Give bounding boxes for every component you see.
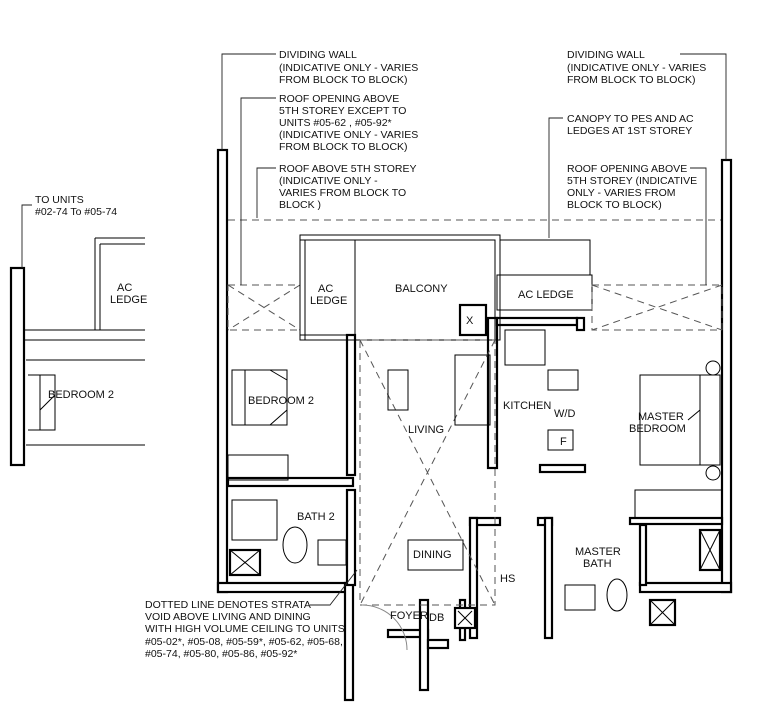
annotation-dividing-wall-left: DIVIDING WALL (INDICATIVE ONLY - VARIES …	[279, 49, 418, 86]
annotation-line: FROM BLOCK TO BLOCK)	[279, 141, 408, 153]
kitchen-label: KITCHEN	[503, 400, 551, 412]
db-label: DB	[429, 612, 444, 624]
bedroom2-label: BEDROOM 2	[248, 395, 314, 407]
upper-ledges	[227, 234, 723, 341]
annotation-line: FROM BLOCK TO BLOCK)	[567, 74, 696, 86]
balcony-label: BALCONY	[395, 283, 448, 295]
dining-label: DINING	[413, 549, 452, 561]
hs-label: HS	[500, 573, 515, 585]
annotation-line: DIVIDING WALL	[567, 49, 645, 61]
annotation-line: 5TH STOREY (INDICATIVE	[567, 175, 697, 187]
annotation-to-units: TO UNITS #02-74 To #05-74	[35, 194, 117, 218]
walls	[216, 148, 733, 702]
master-bath-label-1: MASTER	[575, 546, 621, 558]
annotation-line: LEDGES AT 1ST STOREY	[567, 125, 692, 137]
annotation-line: VOID ABOVE LIVING AND DINING	[145, 611, 311, 623]
master-bath-label-2: BATH	[583, 558, 612, 570]
annotation-line: ROOF ABOVE 5TH STOREY	[279, 163, 417, 175]
annotation-roof-above: ROOF ABOVE 5TH STOREY (INDICATIVE ONLY -…	[279, 163, 417, 211]
ac-ledge-label-1: AC	[318, 283, 333, 295]
annotation-line: VARIES FROM BLOCK TO	[279, 187, 406, 199]
adjacent-ac-ledge-label-2: LEDGE	[110, 294, 147, 306]
annotation-line: (INDICATIVE ONLY - VARIES	[567, 62, 706, 74]
living-label: LIVING	[408, 424, 444, 436]
adjacent-ac-ledge-label-1: AC	[117, 282, 132, 294]
annotation-strata-void: DOTTED LINE DENOTES STRATA VOID ABOVE LI…	[145, 599, 345, 660]
annotation-line: (INDICATIVE ONLY - VARIES	[279, 129, 418, 141]
foyer-label: FOYER	[390, 610, 428, 622]
annotation-line: BLOCK )	[279, 199, 321, 211]
bath2-label: BATH 2	[297, 511, 335, 523]
annotation-line: #05-74, #05-80, #05-86, #05-92*	[145, 648, 297, 660]
annotation-line: FROM BLOCK TO BLOCK)	[279, 74, 408, 86]
annotation-line: DIVIDING WALL	[279, 49, 357, 61]
annotation-line: (INDICATIVE ONLY - VARIES	[279, 62, 418, 74]
fridge-label: F	[560, 436, 567, 448]
annotation-line: TO UNITS	[35, 194, 84, 206]
annotation-line: BLOCK TO BLOCK)	[567, 199, 662, 211]
annotation-line: DOTTED LINE DENOTES STRATA	[145, 599, 311, 611]
leader-lines	[221, 53, 727, 606]
annotation-line: ROOF OPENING ABOVE	[567, 163, 687, 175]
annotation-dividing-wall-right: DIVIDING WALL (INDICATIVE ONLY - VARIES …	[567, 49, 706, 86]
strata-void	[359, 339, 496, 651]
room-labels: AC LEDGE BALCONY AC LEDGE X BEDROOM 2 LI…	[248, 283, 686, 624]
annotation-line: UNITS #05-62 , #05-92*	[279, 117, 392, 129]
annotation-roof-opening-right: ROOF OPENING ABOVE 5TH STOREY (INDICATIV…	[567, 163, 697, 211]
annotation-line: ROOF OPENING ABOVE	[279, 93, 399, 105]
master-bedroom-label-2: BEDROOM	[629, 423, 686, 435]
master-bedroom-label-1: MASTER	[638, 411, 684, 423]
annotation-line: #05-02*, #05-08, #05-59*, #05-62, #05-68…	[145, 636, 343, 648]
annotation-roof-opening-left: ROOF OPENING ABOVE 5TH STOREY EXCEPT TO …	[279, 93, 418, 153]
furniture	[227, 329, 723, 630]
adjacent-unit-plan: AC LEDGE BEDROOM 2	[9, 204, 147, 467]
ac-ledge-label-2: LEDGE	[310, 295, 347, 307]
annotation-line: #02-74 To #05-74	[35, 206, 117, 218]
adjacent-bedroom2-label: BEDROOM 2	[48, 389, 114, 401]
annotation-line: CANOPY TO PES AND AC	[567, 113, 694, 125]
wd-label: W/D	[554, 408, 575, 420]
ac-ledge-right-label: AC LEDGE	[518, 289, 574, 301]
annotation-line: (INDICATIVE ONLY -	[279, 175, 378, 187]
annotation-line: 5TH STOREY EXCEPT TO	[279, 105, 406, 117]
annotation-canopy: CANOPY TO PES AND AC LEDGES AT 1ST STORE…	[567, 113, 694, 137]
annotation-line: WITH HIGH VOLUME CEILING TO UNITS	[145, 623, 345, 635]
x-mark: X	[466, 315, 474, 327]
annotation-line: ONLY - VARIES FROM	[567, 187, 676, 199]
